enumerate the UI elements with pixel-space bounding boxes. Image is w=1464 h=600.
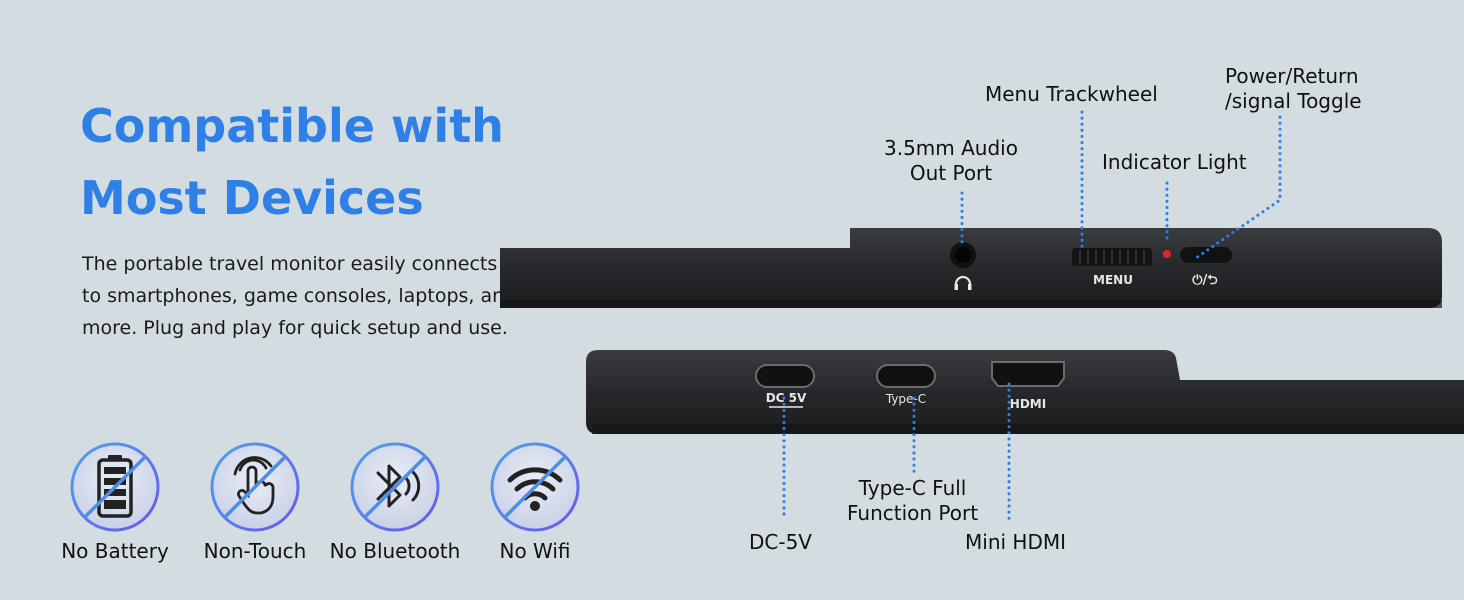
indicator-light xyxy=(1163,250,1171,258)
typec-callout-line-2: Function Port xyxy=(847,501,979,525)
audio-callout-line-1: 3.5mm Audio xyxy=(884,136,1018,160)
audio-port-callout: 3.5mm Audio Out Port xyxy=(884,136,1018,186)
hdmi-port-callout: Mini HDMI xyxy=(965,530,1066,554)
hdmi-port-label: HDMI xyxy=(1010,397,1046,411)
headphone-icon xyxy=(954,275,972,290)
typec-port xyxy=(876,364,936,388)
battery-feature-icon xyxy=(70,442,160,532)
audio-jack xyxy=(950,242,976,268)
menu-port-label: MENU xyxy=(1093,273,1133,287)
touch-icon xyxy=(233,456,275,515)
battery-icon xyxy=(97,455,133,518)
power-port-label: ⏻/⮌ xyxy=(1192,273,1218,288)
bluetooth-feature-icon xyxy=(350,442,440,532)
no-battery-label: No Battery xyxy=(61,539,169,563)
description: The portable travel monitor easily conne… xyxy=(82,248,562,344)
power-callout-line-1: Power/Return xyxy=(1225,64,1359,88)
typec-port-callout: Type-C Full Function Port xyxy=(847,476,978,526)
dc-port-callout: DC-5V xyxy=(749,530,812,554)
power-toggle-callout: Power/Return /signal Toggle xyxy=(1225,64,1362,114)
menu-trackwheel xyxy=(1072,248,1152,266)
power-leader-line xyxy=(1194,115,1282,260)
audio-callout-line-2: Out Port xyxy=(909,161,993,185)
dc-port xyxy=(755,364,815,388)
power-button xyxy=(1180,247,1232,263)
monitor-top-edge xyxy=(500,228,1442,308)
no-bluetooth-label: No Bluetooth xyxy=(329,539,461,563)
typec-port-label: Type-C xyxy=(885,392,926,406)
headline: Compatible with Most Devices xyxy=(80,90,504,234)
bluetooth-icon xyxy=(376,464,421,508)
headline-line-2: Most Devices xyxy=(80,171,424,225)
touch-feature-icon xyxy=(210,442,300,532)
indicator-light-callout: Indicator Light xyxy=(1102,150,1247,174)
menu-trackwheel-callout: Menu Trackwheel xyxy=(985,82,1158,106)
non-touch-label: Non-Touch xyxy=(203,539,307,563)
wifi-icon xyxy=(507,467,563,511)
dc-port-label: DC 5V xyxy=(766,391,807,405)
no-wifi-label: No Wifi xyxy=(499,539,571,563)
typec-callout-line-1: Type-C Full xyxy=(858,476,967,500)
description-line-1: The portable travel monitor easily conne… xyxy=(82,253,498,275)
headline-line-1: Compatible with xyxy=(80,99,504,153)
description-line-3: more. Plug and play for quick setup and … xyxy=(82,317,508,339)
power-callout-line-2: /signal Toggle xyxy=(1225,89,1362,113)
hdmi-port xyxy=(991,361,1065,387)
wifi-feature-icon xyxy=(490,442,580,532)
description-line-2: to smartphones, game consoles, laptops, … xyxy=(82,285,517,307)
